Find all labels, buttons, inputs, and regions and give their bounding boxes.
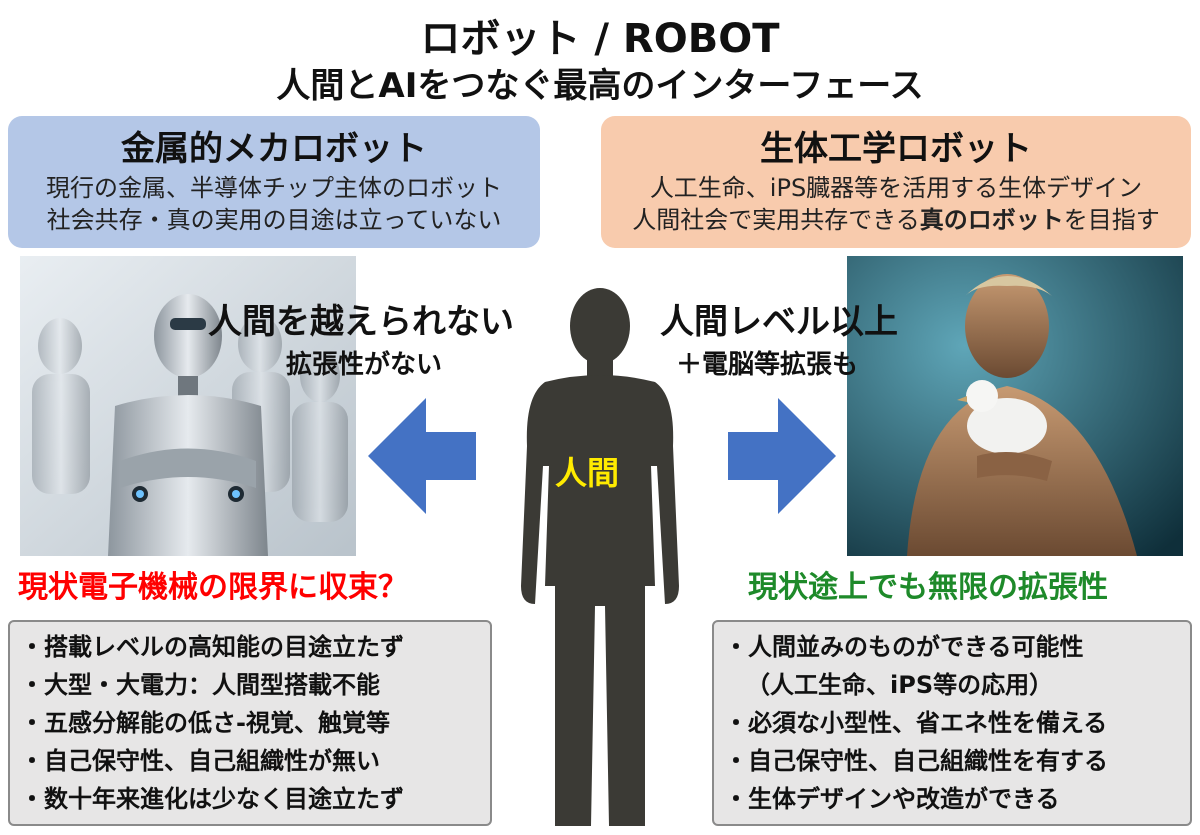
metal-robot-subclaim: 拡張性がない [286, 350, 443, 380]
metal-robot-desc-2: 社会共存・真の実用の目途は立っていない [46, 206, 502, 234]
list-item: ・大型・大電力：人間型搭載不能 [20, 671, 380, 699]
bio-robot-desc-1: 人工生命、iPS臓器等を活用する生体デザイン [649, 174, 1143, 202]
bio-robot-merits-box: ・人間並みのものができる可能性 （人工生命、iPS等の応用） ・必須な小型性、省… [712, 620, 1192, 826]
bio-robot-desc-2: 人間社会で実用共存できる真のロボットを目指す [601, 204, 1191, 236]
bio-robot-desc-2-pre: 人間社会で実用共存できる [632, 206, 920, 234]
metal-robot-outcome: 現状電子機械の限界に収束？ [18, 570, 408, 605]
bio-robot-subclaim: ＋電脳等拡張も [676, 350, 859, 380]
bio-robot-desc-2-bold: 真のロボット [919, 206, 1064, 234]
metal-robots-image [20, 256, 356, 556]
metal-robot-desc-1: 現行の金属、半導体チップ主体のロボット [46, 174, 502, 202]
metal-robot-panel: 金属的メカロボット 現行の金属、半導体チップ主体のロボット 社会共存・真の実用の… [8, 116, 540, 248]
bio-robot-outcome: 現状途上でも無限の拡張性 [748, 570, 1108, 605]
list-item: ・搭載レベルの高知能の目途立たず [20, 633, 404, 661]
bio-robot-panel: 生体工学ロボット 人工生命、iPS臓器等を活用する生体デザイン 人間社会で実用共… [601, 116, 1191, 248]
list-item: ・五感分解能の低さ-視覚、触覚等 [20, 709, 390, 737]
main-subtitle: 人間とAIをつなぐ最高のインターフェース [276, 66, 924, 106]
bio-robot-heading: 生体工学ロボット [760, 129, 1032, 169]
metal-robot-issues-box: ・搭載レベルの高知能の目途立たず ・大型・大電力：人間型搭載不能 ・五感分解能の… [8, 620, 492, 826]
bio-robot-desc-2-post: を目指す [1063, 206, 1160, 234]
bio-robot-image [847, 256, 1183, 556]
human-silhouette-icon [521, 288, 679, 826]
list-item: ・生体デザインや改造ができる [724, 785, 1060, 813]
metal-robot-claim: 人間を越えられない [208, 302, 514, 342]
list-item: ・人間並みのものができる可能性 [724, 633, 1084, 661]
bio-robot-claim: 人間レベル以上 [660, 302, 898, 342]
right-arrow-icon [728, 398, 836, 514]
metal-robot-heading: 金属的メカロボット [121, 129, 427, 169]
human-label: 人間 [555, 454, 620, 492]
list-item: ・自己保守性、自己組織性が無い [20, 747, 380, 775]
list-item: ・必須な小型性、省エネ性を備える [724, 709, 1108, 737]
list-item: ・数十年来進化は少なく目途立たず [20, 785, 404, 813]
main-title: ロボット / ROBOT [420, 16, 780, 62]
left-arrow-icon [368, 398, 476, 514]
list-item: ・自己保守性、自己組織性を有する [724, 747, 1108, 775]
list-item: （人工生命、iPS等の応用） [746, 671, 1054, 699]
